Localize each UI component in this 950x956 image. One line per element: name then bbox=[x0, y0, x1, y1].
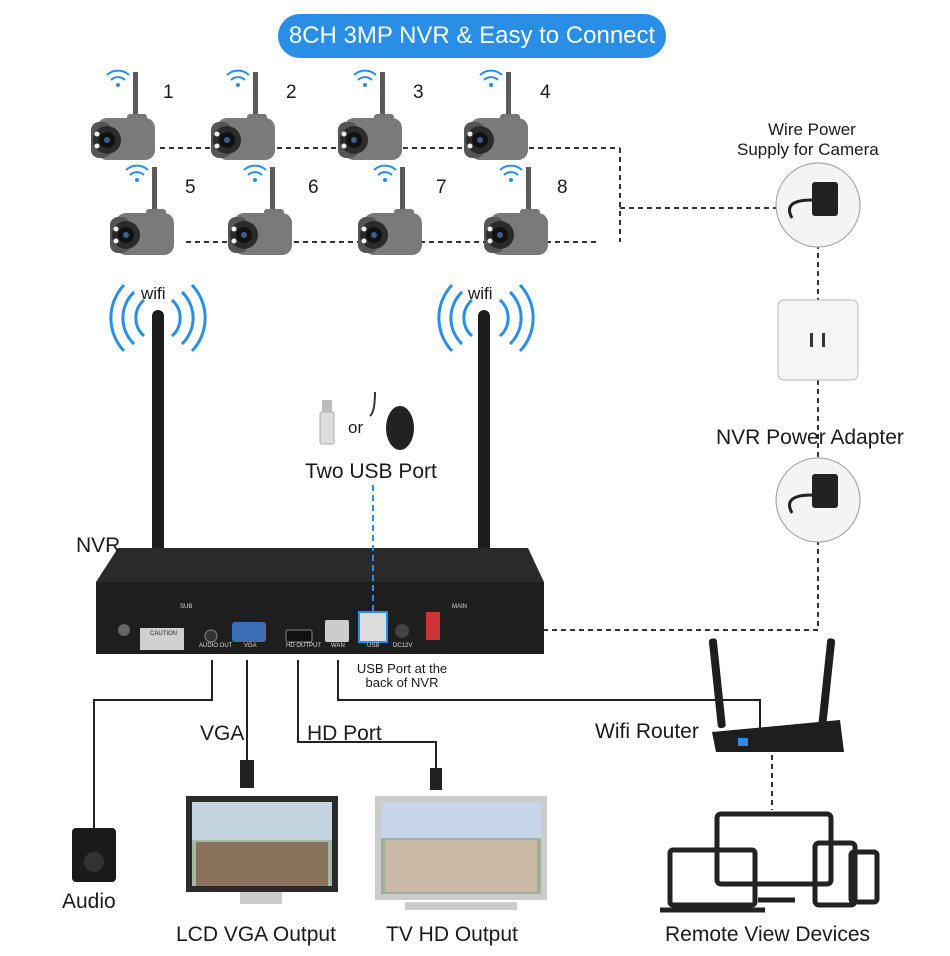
tv-output-label: TV HD Output bbox=[386, 923, 518, 946]
usb-or-label: or bbox=[348, 418, 364, 437]
audio-label: Audio bbox=[62, 890, 116, 913]
lcd-monitor-icon bbox=[186, 796, 338, 904]
camera-4 bbox=[463, 69, 529, 161]
camera-label-4: 4 bbox=[540, 82, 551, 103]
wall-outlet-icon bbox=[777, 299, 859, 381]
port-label-hd: HD OUTPUT bbox=[286, 643, 321, 649]
hd-plug-icon bbox=[430, 768, 442, 790]
camera-label-3: 3 bbox=[413, 82, 424, 103]
wire-power-label-line2: Supply for Camera bbox=[737, 140, 879, 159]
camera-1 bbox=[90, 69, 156, 161]
sub-label: SUB bbox=[180, 604, 193, 610]
remote-devices-icon bbox=[660, 811, 880, 913]
lcd-output-label: LCD VGA Output bbox=[176, 923, 336, 946]
nvr-label: NVR bbox=[76, 534, 121, 557]
wifi-router-icon bbox=[708, 638, 844, 752]
port-label-dc: DC12V bbox=[393, 643, 413, 649]
nvr-adapter-label: NVR Power Adapter bbox=[716, 426, 904, 449]
title-banner: 8CH 3MP NVR & Easy to Connect bbox=[278, 14, 666, 58]
nvr-box bbox=[96, 548, 544, 654]
camera-6 bbox=[227, 164, 293, 256]
camera-label-7: 7 bbox=[436, 177, 447, 198]
wifi-label-left: wifi bbox=[141, 284, 166, 303]
wifi-label-right: wifi bbox=[468, 284, 493, 303]
wan-cable bbox=[337, 660, 761, 732]
camera-label-2: 2 bbox=[286, 82, 297, 103]
camera-power-supply-icon bbox=[775, 162, 861, 248]
usb-back-label: USB Port at the back of NVR bbox=[352, 662, 452, 690]
mouse-icon bbox=[369, 391, 414, 450]
port-label-usb: USB bbox=[367, 643, 380, 649]
caution-label: CAUTION bbox=[150, 631, 177, 637]
remote-view-label: Remote View Devices bbox=[665, 923, 871, 946]
camera-7 bbox=[357, 164, 423, 256]
tv-monitor-icon bbox=[375, 796, 547, 910]
hd-cable bbox=[297, 660, 437, 770]
camera-3 bbox=[337, 69, 403, 161]
usb-back-label-line2: back of NVR bbox=[365, 675, 439, 690]
wifi-router-label: Wifi Router bbox=[595, 720, 699, 743]
vga-plug-icon bbox=[240, 760, 254, 788]
usb-port-label: Two USB Port bbox=[305, 460, 437, 483]
port-label-audio: AUDIO OUT bbox=[199, 643, 233, 649]
usb-stick-icon bbox=[319, 400, 335, 445]
vga-label: VGA bbox=[200, 722, 245, 745]
camera-8 bbox=[483, 164, 549, 256]
main-label: MAIN bbox=[452, 604, 467, 610]
speaker-icon bbox=[72, 828, 116, 882]
camera-5 bbox=[109, 164, 175, 256]
camera-label-6: 6 bbox=[308, 177, 319, 198]
camera-2 bbox=[210, 69, 276, 161]
wire-power-label-line1: Wire Power bbox=[768, 120, 856, 139]
usb-back-label-line1: USB Port at the bbox=[356, 661, 448, 676]
hd-port-label: HD Port bbox=[307, 722, 382, 745]
camera-label-1: 1 bbox=[163, 82, 174, 103]
port-label-wan: WAN bbox=[331, 643, 345, 649]
camera-label-5: 5 bbox=[185, 177, 196, 198]
audio-cable bbox=[93, 660, 213, 830]
camera-label-8: 8 bbox=[557, 177, 568, 198]
nvr-power-adapter-icon bbox=[775, 457, 861, 543]
port-label-vga: VGA bbox=[244, 643, 257, 649]
